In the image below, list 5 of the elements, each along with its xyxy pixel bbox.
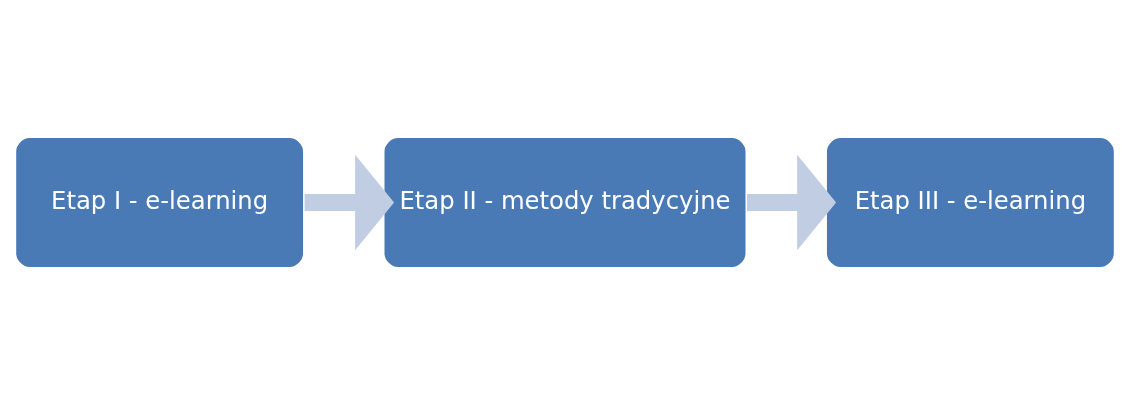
node-box: Etap III - e-learning — [824, 135, 1117, 270]
arrow — [747, 154, 837, 251]
node-box: Etap I - e-learning — [13, 135, 306, 270]
node-box: Etap II - metody tradycyjne — [382, 135, 748, 270]
arrow — [304, 154, 395, 251]
